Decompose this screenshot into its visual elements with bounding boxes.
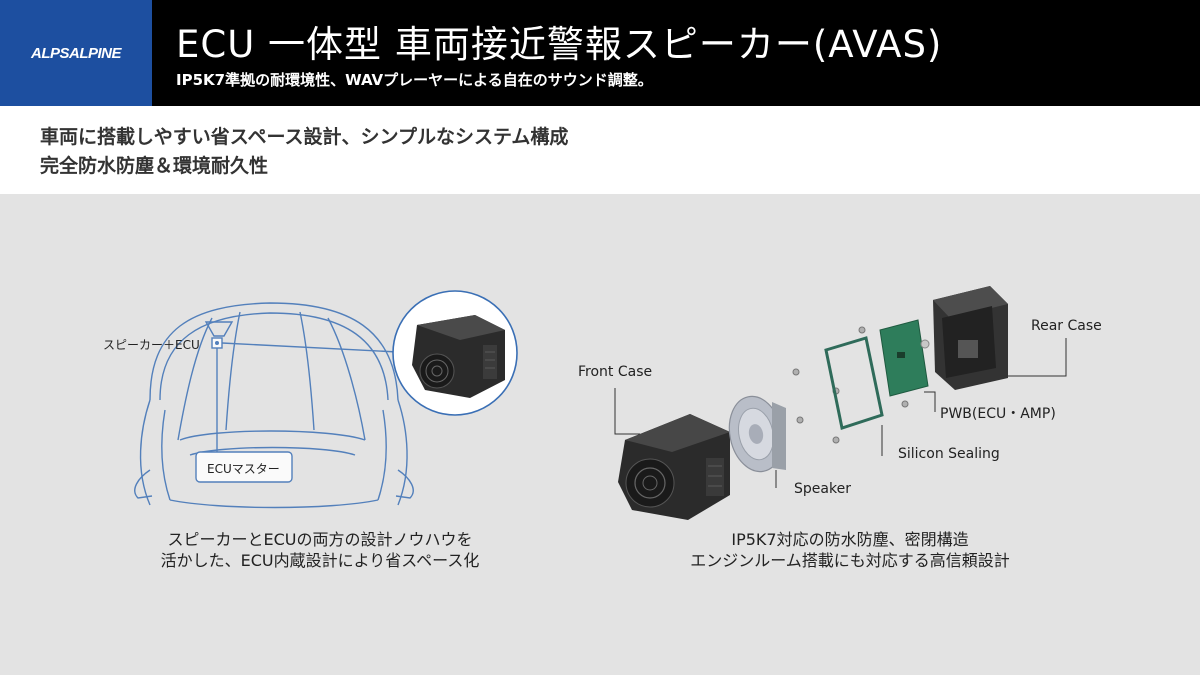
left-caption-line-1: スピーカーとECUの両方の設計ノウハウを xyxy=(167,530,473,549)
ecu-master-label: ECUマスター xyxy=(207,462,280,476)
front-case-label: Front Case xyxy=(578,364,653,380)
pwb-label: PWB(ECU・AMP) xyxy=(940,406,1056,422)
silicon-sealing-label: Silicon Sealing xyxy=(898,446,1000,462)
left-caption-line-2: 活かした、ECU内蔵設計により省スペース化 xyxy=(160,551,480,570)
speaker-zoom-illustration xyxy=(392,290,518,416)
logo-text: ALPSALPINE xyxy=(30,44,122,62)
exploded-view-illustration xyxy=(614,286,1067,520)
left-caption: スピーカーとECUの両方の設計ノウハウを 活かした、ECU内蔵設計により省スペー… xyxy=(120,529,520,571)
speaker-ecu-label: スピーカー＋ECU xyxy=(103,338,200,352)
page-subtitle: IP5K7準拠の耐環境性、WAVプレーヤーによる自在のサウンド調整。 xyxy=(176,71,653,89)
speaker-label: Speaker xyxy=(794,481,851,497)
right-caption-line-2: エンジンルーム搭載にも対応する高信頼設計 xyxy=(690,551,1010,570)
feature-band xyxy=(0,106,1200,194)
feature-line-1: 車両に搭載しやすい省スペース設計、シンプルなシステム構成 xyxy=(40,126,569,148)
feature-line-2: 完全防水防塵＆環境耐久性 xyxy=(40,155,269,177)
car-outline-illustration xyxy=(134,302,414,509)
page-title: ECU 一体型 車両接近警報スピーカー(AVAS) xyxy=(176,23,943,66)
rear-case-label: Rear Case xyxy=(1031,318,1102,334)
right-caption-line-1: IP5K7対応の防水防塵、密閉構造 xyxy=(731,530,969,549)
header: ALPSALPINE ECU 一体型 車両接近警報スピーカー(AVAS) IP5… xyxy=(0,0,1200,106)
right-caption: IP5K7対応の防水防塵、密閉構造 エンジンルーム搭載にも対応する高信頼設計 xyxy=(640,529,1060,571)
logo: ALPSALPINE xyxy=(0,0,152,106)
